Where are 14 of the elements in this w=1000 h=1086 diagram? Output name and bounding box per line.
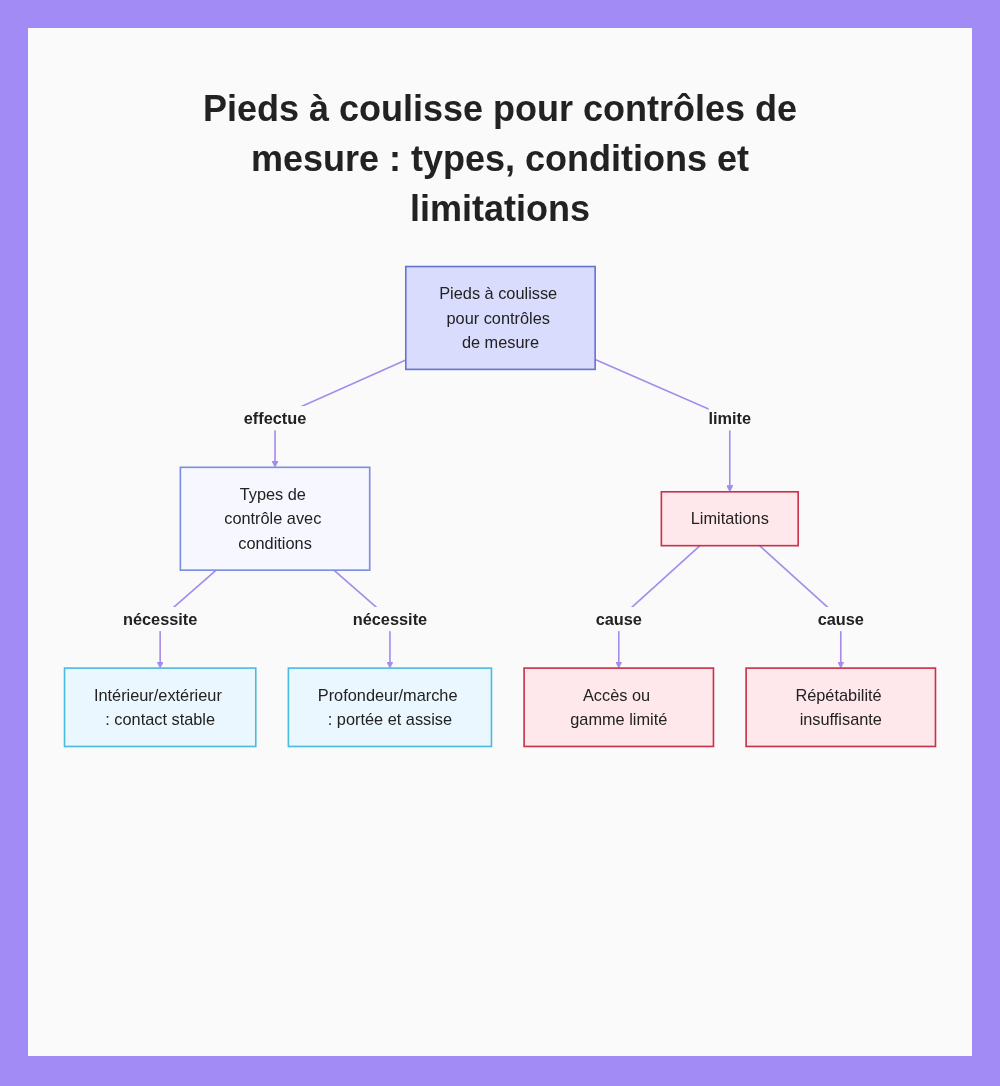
edge-label: nécessite [352,610,428,629]
node-box: Répétabilité insuffisante [745,667,937,748]
node-box: Limitations [660,491,799,547]
node-box: Intérieur/extérieur : contact stable [63,667,257,748]
node-box: Accès ou gamme limité [523,667,715,748]
diagram-title: Pieds à coulisse pour contrôles de mesure : types, conditions et limitations [201,87,799,231]
node-box: Profondeur/marche : portée et assise [287,667,493,748]
node-box: Pieds à coulisse pour contrôles de mesure [404,265,596,371]
node-box: Types de contrôle avec conditions [179,466,371,571]
edge-label: cause [817,610,864,629]
edge-label: nécessite [122,610,198,629]
edge-label: cause [595,610,642,629]
edge-label: effectue [243,409,307,428]
edge-label: limite [708,409,752,428]
